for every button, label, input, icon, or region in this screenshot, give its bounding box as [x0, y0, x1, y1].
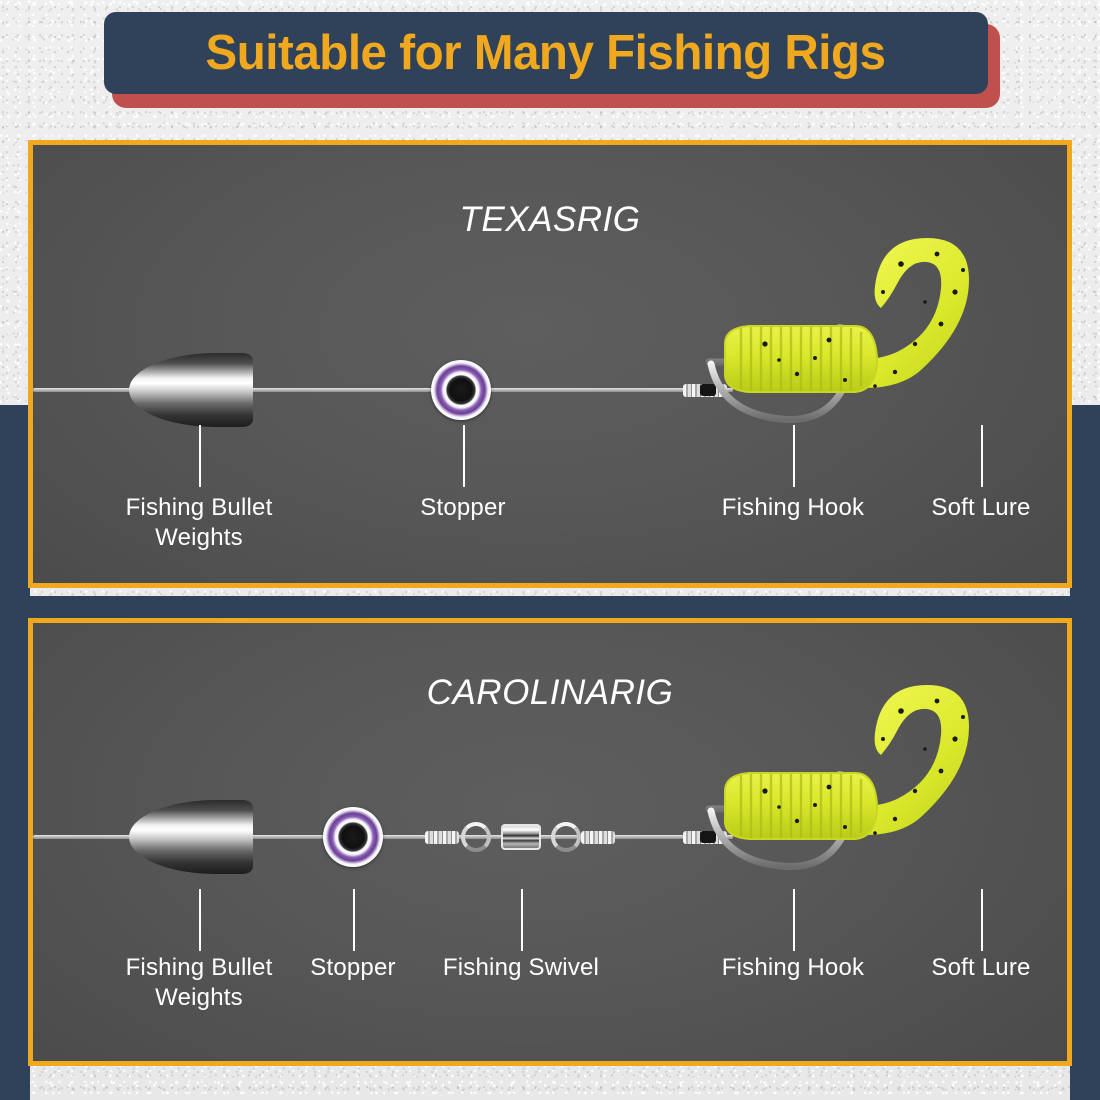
- rig-diagram-carolina: Fishing Bullet Weights Stopper Fishing S…: [33, 623, 1067, 1061]
- bullet-weight-icon: [129, 800, 253, 874]
- component-label-bullet-weights: Fishing Bullet Weights: [125, 494, 273, 551]
- line-knot-icon: [700, 831, 716, 843]
- bead-stopper-icon: [431, 360, 491, 420]
- leader-line-lure: [981, 425, 983, 487]
- fishing-line: [33, 835, 733, 839]
- leader-line-lure: [981, 889, 983, 951]
- rig-panel-texas: TEXASRIG: [28, 140, 1072, 588]
- leader-line-bullet-weights: [199, 425, 201, 487]
- header-banner: Suitable for Many Fishing Rigs: [104, 12, 1000, 108]
- panel-divider-band: [0, 596, 1100, 622]
- right-navy-rail: [1070, 405, 1100, 1100]
- leader-line-hook: [793, 425, 795, 487]
- line-knot-icon: [700, 384, 716, 396]
- banner-body: Suitable for Many Fishing Rigs: [104, 12, 988, 94]
- leader-line-bullet-weights: [199, 889, 201, 951]
- curly-tail-grub-icon: [669, 238, 1067, 470]
- component-label-stopper: Stopper: [420, 494, 506, 521]
- rig-title-texas: TEXASRIG: [459, 200, 641, 239]
- bullet-weight-icon: [129, 353, 253, 427]
- left-navy-rail: [0, 405, 30, 1100]
- swivel-sleeve-right: [581, 831, 615, 844]
- component-label-bullet-weights: Fishing Bullet Weights: [125, 954, 273, 1011]
- swivel-sleeve-left: [425, 831, 459, 844]
- curly-tail-grub-icon: [669, 685, 1067, 917]
- component-label-soft-lure: Soft Lure: [931, 954, 1031, 981]
- leader-line-hook: [793, 889, 795, 951]
- component-label-hook: Fishing Hook: [721, 494, 865, 521]
- rig-panel-carolina: CAROLINARIG: [28, 618, 1072, 1066]
- leader-line-swivel: [521, 889, 523, 951]
- rig-diagram-texas: Fishing Bullet Weights Stopper Fishing H…: [33, 145, 1067, 583]
- component-label-soft-lure: Soft Lure: [931, 494, 1031, 521]
- fishing-line: [33, 388, 733, 392]
- component-label-stopper: Stopper: [310, 954, 396, 981]
- component-label-swivel: Fishing Swivel: [442, 954, 600, 981]
- bead-stopper-icon: [323, 807, 383, 867]
- rig-title-carolina: CAROLINARIG: [426, 673, 674, 712]
- leader-line-stopper: [353, 889, 355, 951]
- component-label-hook: Fishing Hook: [721, 954, 865, 981]
- page-title: Suitable for Many Fishing Rigs: [205, 25, 886, 80]
- leader-line-stopper: [463, 425, 465, 487]
- barrel-swivel-icon: [461, 815, 581, 859]
